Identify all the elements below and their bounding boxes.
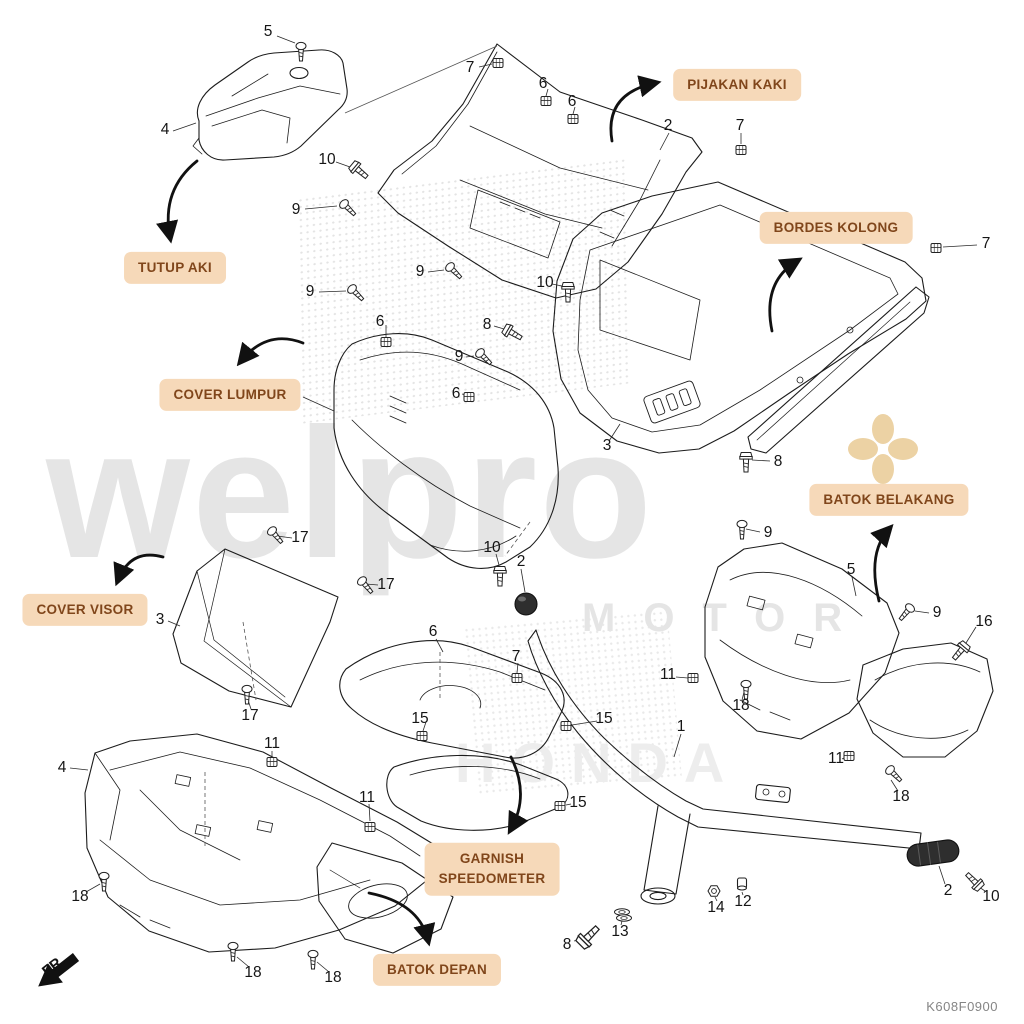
part-number-18: 18 <box>892 788 910 805</box>
part-number-3: 3 <box>155 611 165 628</box>
part-rear-cover <box>704 542 900 740</box>
part-number-8: 8 <box>562 936 572 953</box>
part-number-9: 9 <box>291 201 301 218</box>
part-number-10: 10 <box>536 274 554 291</box>
part-number-9: 9 <box>305 283 315 300</box>
part-number-17: 17 <box>291 529 309 546</box>
part-speedometer-garnish <box>339 640 565 759</box>
part-number-2: 2 <box>663 117 673 134</box>
part-rear-garnish <box>856 642 994 758</box>
part-visor <box>172 548 339 708</box>
part-number-8: 8 <box>482 316 492 333</box>
part-number-18: 18 <box>244 964 262 981</box>
part-number-16: 16 <box>975 613 993 630</box>
part-number-7: 7 <box>465 59 475 76</box>
diagram-code: K608F0900 <box>926 999 998 1014</box>
label-pijakan-kaki: PIJAKAN KAKI <box>673 68 801 102</box>
watermark-secondary: MOTOR <box>582 596 871 640</box>
part-number-9: 9 <box>454 348 464 365</box>
part-front-lower-cover <box>316 842 454 954</box>
part-number-2: 2 <box>943 882 953 899</box>
part-number-7: 7 <box>981 235 991 252</box>
label-batok-belakang: BATOK BELAKANG <box>809 483 969 517</box>
part-number-18: 18 <box>732 697 750 714</box>
part-number-6: 6 <box>428 623 438 640</box>
label-batok-depan: BATOK DEPAN <box>372 953 502 987</box>
part-number-11: 11 <box>358 789 376 806</box>
part-battery-cover <box>192 49 348 161</box>
part-number-18: 18 <box>324 969 342 986</box>
part-front-cowl <box>84 733 439 953</box>
part-number-7: 7 <box>735 117 745 134</box>
part-number-15: 15 <box>595 710 613 727</box>
label-tutup-aki: TUTUP AKI <box>124 251 226 285</box>
part-number-6: 6 <box>375 313 385 330</box>
part-number-6: 6 <box>567 93 577 110</box>
part-number-5: 5 <box>263 23 273 40</box>
part-number-10: 10 <box>483 539 501 556</box>
part-front-inner-cover <box>333 333 559 569</box>
part-cap-nut <box>736 877 748 891</box>
watermark-ghost: HONDA <box>455 731 741 794</box>
part-number-11: 11 <box>263 735 281 752</box>
part-meter-visor <box>386 754 569 831</box>
part-number-3: 3 <box>602 437 612 454</box>
part-number-17: 17 <box>241 707 259 724</box>
part-number-11: 11 <box>827 750 845 767</box>
part-number-4: 4 <box>160 121 170 138</box>
part-number-6: 6 <box>451 385 461 402</box>
part-number-17: 17 <box>377 576 395 593</box>
part-number-8: 8 <box>773 453 783 470</box>
part-handle-grip <box>906 839 960 867</box>
part-number-15: 15 <box>569 794 587 811</box>
label-cover-lumpur: COVER LUMPUR <box>159 378 301 412</box>
part-number-13: 13 <box>611 923 629 940</box>
part-number-9: 9 <box>763 524 773 541</box>
leader-lines <box>69 35 986 973</box>
part-number-14: 14 <box>707 899 725 916</box>
label-arrows <box>113 75 894 947</box>
clover-icon <box>848 414 918 484</box>
part-number-9: 9 <box>932 604 942 621</box>
part-number-10: 10 <box>982 888 1000 905</box>
part-number-12: 12 <box>734 893 752 910</box>
part-grommet <box>514 592 538 616</box>
part-number-10: 10 <box>318 151 336 168</box>
label-bordes-kolong: BORDES KOLONG <box>759 211 913 245</box>
part-number-5: 5 <box>846 561 856 578</box>
part-number-18: 18 <box>71 888 89 905</box>
construction-lines <box>204 45 531 846</box>
part-number-7: 7 <box>511 648 521 665</box>
watermark-primary: welpro <box>46 391 655 597</box>
part-number-11: 11 <box>659 666 677 683</box>
part-number-6: 6 <box>538 75 548 92</box>
part-number-2: 2 <box>516 553 526 570</box>
part-number-9: 9 <box>415 263 425 280</box>
fr-direction-arrow: FR. <box>38 952 80 987</box>
part-number-15: 15 <box>411 710 429 727</box>
part-floor-under-cover <box>552 181 930 454</box>
part-number-4: 4 <box>57 759 67 776</box>
part-number-1: 1 <box>676 718 686 735</box>
label-cover-visor: COVER VISOR <box>22 593 148 627</box>
